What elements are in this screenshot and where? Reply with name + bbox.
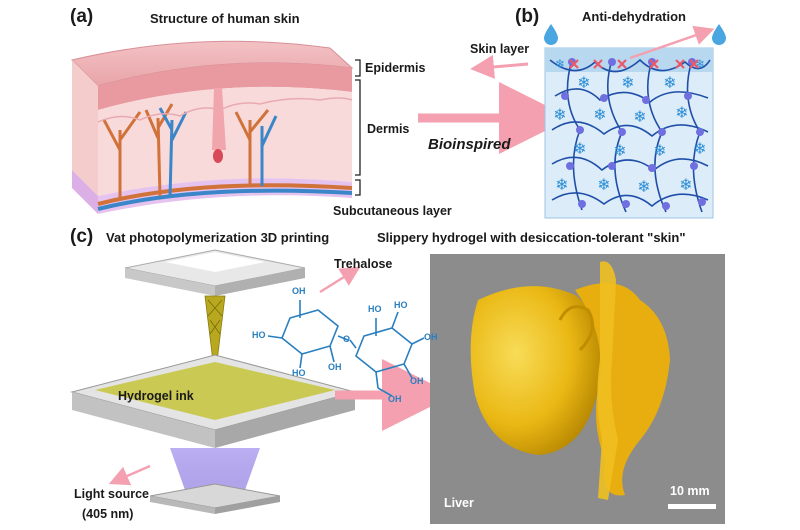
atom-o-bridge: O <box>343 334 351 344</box>
layer-subcutaneous: Subcutaneous layer <box>333 204 452 218</box>
panel-b-tag: (b) <box>515 6 540 27</box>
trehalose-structure <box>267 300 425 397</box>
hydrogel-network: ❄❄❄❄ ❄❄❄❄ ❄❄❄❄ ❄❄❄ ❄❄ <box>544 47 714 219</box>
svg-text:❄: ❄ <box>593 105 606 124</box>
skin-layer-label: Skin layer <box>470 42 530 56</box>
svg-text:❄: ❄ <box>633 107 646 126</box>
svg-text:❄: ❄ <box>675 103 688 122</box>
skin-layer-arrow <box>470 55 529 79</box>
scale-bar-label: 10 mm <box>670 484 710 498</box>
panel-c-title-right: Slippery hydrogel with desiccation-toler… <box>377 230 686 245</box>
svg-text:❄: ❄ <box>613 141 626 160</box>
light-source-arrow <box>108 464 151 486</box>
atom-oh-3: OH <box>424 332 438 342</box>
atom-ho-1: HO <box>252 330 266 340</box>
panel-b-title: Anti-dehydration <box>582 9 686 24</box>
svg-text:❄: ❄ <box>663 73 676 92</box>
svg-text:❄: ❄ <box>637 177 650 196</box>
trehalose-arrow <box>319 266 361 294</box>
svg-text:❄: ❄ <box>555 57 565 71</box>
liver-label: Liver <box>444 496 474 510</box>
atom-oh-5: OH <box>388 394 402 404</box>
atom-ho-3: HO <box>368 304 382 314</box>
svg-text:❄: ❄ <box>695 57 705 71</box>
layer-epidermis: Epidermis <box>365 61 426 75</box>
atom-oh-4: OH <box>410 376 424 386</box>
svg-text:❄: ❄ <box>553 105 566 124</box>
panel-a-title: Structure of human skin <box>150 11 300 26</box>
panel-a-tag: (a) <box>70 6 94 27</box>
panel-c-title-left: Vat photopolymerization 3D printing <box>106 230 330 245</box>
svg-text:❄: ❄ <box>597 175 610 194</box>
svg-text:❄: ❄ <box>621 73 634 92</box>
panel-c-tag: (c) <box>70 226 94 247</box>
svg-text:❄: ❄ <box>693 139 706 158</box>
droplet-icon <box>544 24 726 45</box>
hydrogel-ink-label: Hydrogel ink <box>118 389 194 403</box>
liver-photo <box>430 254 725 524</box>
layer-brackets <box>355 59 361 196</box>
light-source-label: Light source <box>74 487 150 501</box>
atom-oh-1: OH <box>292 286 306 296</box>
trehalose-label: Trehalose <box>334 257 393 271</box>
svg-text:❄: ❄ <box>573 139 586 158</box>
svg-text:❄: ❄ <box>577 73 590 92</box>
bioinspired-label: Bioinspired <box>428 136 511 153</box>
svg-text:❄: ❄ <box>555 175 568 194</box>
svg-text:❄: ❄ <box>679 175 692 194</box>
evaporation-arrow <box>629 25 715 60</box>
printer-diagram <box>70 249 357 514</box>
atom-ho-2: HO <box>292 368 306 378</box>
atom-oh-2: OH <box>328 362 342 372</box>
wavelength-label: (405 nm) <box>82 507 134 521</box>
layer-dermis: Dermis <box>367 122 410 136</box>
skin-diagram <box>71 40 354 214</box>
atom-ho-4: HO <box>394 300 408 310</box>
svg-text:❄: ❄ <box>653 141 666 160</box>
